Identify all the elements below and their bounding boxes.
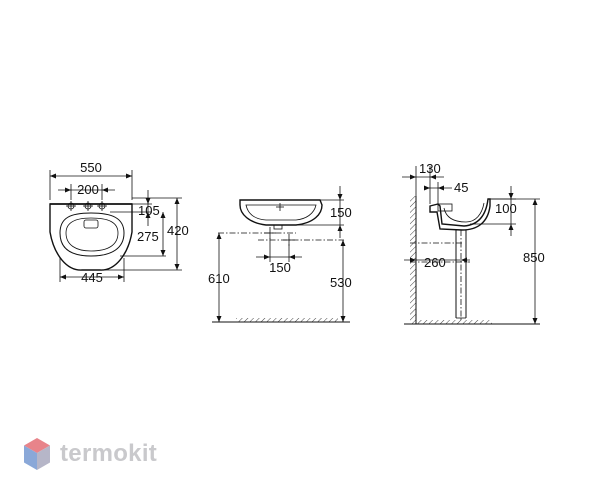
overflow-channel <box>437 203 453 212</box>
dim-floor-to-waste-left: 610 <box>208 271 230 286</box>
dim-floor-to-rim: 850 <box>523 250 545 265</box>
section-floor-hatch <box>416 320 492 324</box>
dim-lip: 45 <box>454 180 468 195</box>
dim-bowl-width: 445 <box>81 270 103 285</box>
side-view: 150 150 610 530 <box>208 186 352 323</box>
dim-tap-spacing: 200 <box>77 182 99 197</box>
supply-left-marker <box>264 227 276 239</box>
basin-side-outline <box>239 199 323 226</box>
dim-drain-spacing: 150 <box>269 260 291 275</box>
bowl-inner-2 <box>65 217 119 252</box>
brand-watermark: termokit <box>22 436 157 472</box>
waste-outlet <box>273 224 283 230</box>
brand-name: termokit <box>60 440 158 467</box>
dim-floor-to-waste-right: 530 <box>330 275 352 290</box>
dim-wall-to-pedestal: 260 <box>424 255 446 270</box>
basin-bowl-inner <box>443 202 485 223</box>
dim-overall-width: 550 <box>80 160 102 175</box>
drain-hole <box>83 219 99 229</box>
basin-side-inner <box>245 204 317 221</box>
tap-hole-left <box>66 201 76 211</box>
section-view: 130 45 100 260 850 <box>402 161 545 325</box>
tap-marker <box>276 203 284 211</box>
tap-hole-right <box>97 201 107 211</box>
side-floor-hatch <box>236 318 338 322</box>
basin-outline <box>49 203 133 271</box>
dim-tap-to-back: 105 <box>138 203 160 218</box>
dim-overflow-depth: 275 <box>137 229 159 244</box>
bowl-inner <box>59 212 125 257</box>
tap-hole-center <box>83 201 93 211</box>
dim-wall-offset: 130 <box>419 161 441 176</box>
dim-bowl-height: 100 <box>495 201 517 216</box>
dim-basin-height: 150 <box>330 205 352 220</box>
brand-logo-icon <box>24 438 50 470</box>
dim-overall-depth: 420 <box>167 223 189 238</box>
front-view: 550 200 445 105 275 420 <box>49 160 189 285</box>
